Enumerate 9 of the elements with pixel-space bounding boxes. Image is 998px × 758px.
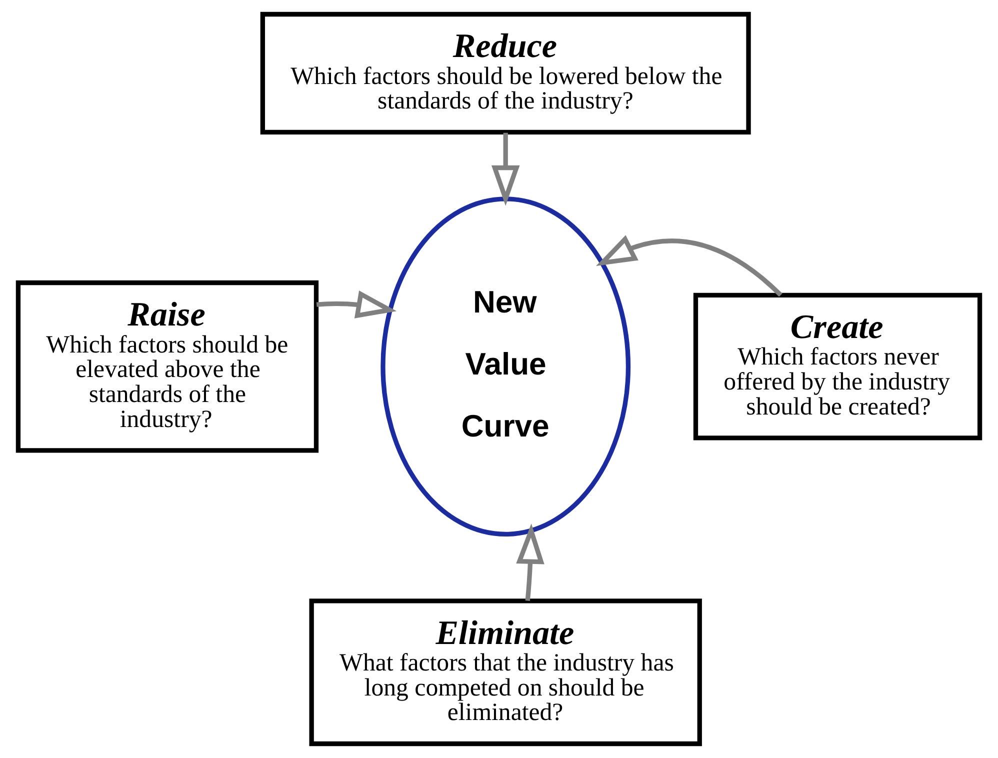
arrow	[516, 524, 544, 601]
node-box: Reduce Which factors should be lowered below the standards of the industry?	[260, 12, 751, 135]
node-box: Eliminate What factors that the industry has long competed on should be eliminated?	[309, 598, 702, 746]
arrow	[316, 290, 397, 318]
arrow	[596, 235, 782, 297]
arrow	[491, 132, 520, 206]
node-box: Raise Which factors should be elevated above the standards of the industry?	[16, 280, 319, 453]
node-box: Create Which factors never offered by the industry should be created?	[693, 292, 982, 440]
node-ellipse: New Value Curve	[380, 196, 631, 537]
